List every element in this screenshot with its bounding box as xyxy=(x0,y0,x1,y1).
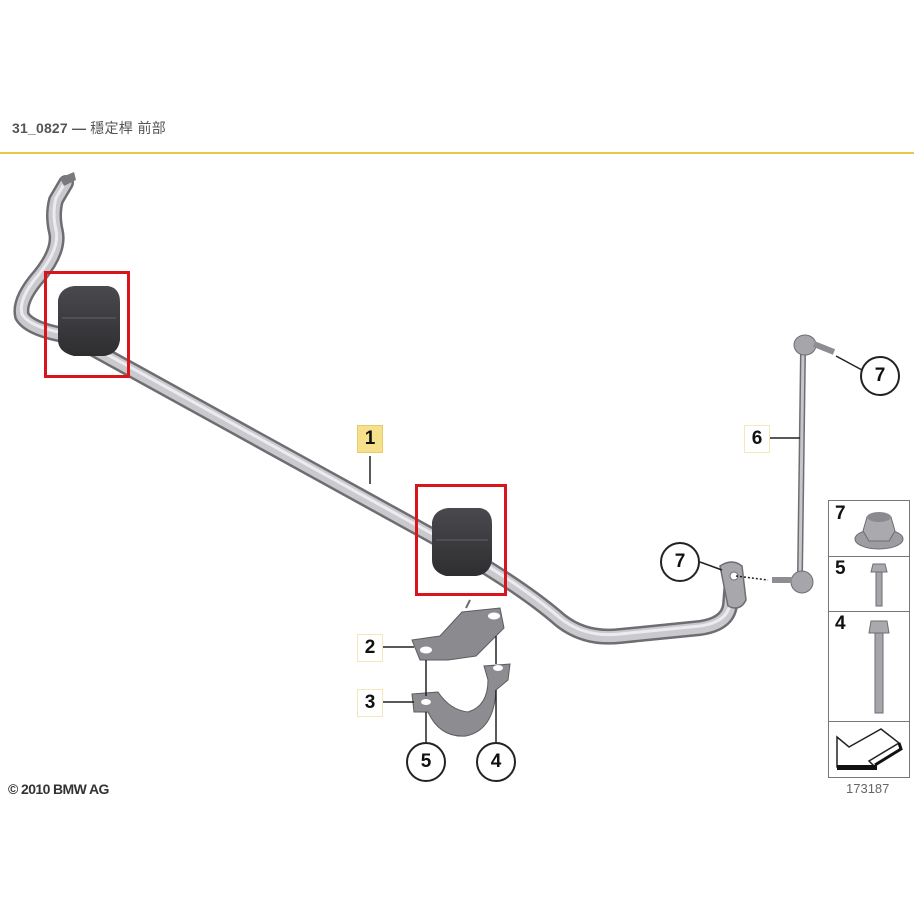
callout-7-bottom[interactable]: 7 xyxy=(660,542,700,582)
clamp-bracket xyxy=(411,663,511,737)
panel-label: 5 xyxy=(835,558,846,579)
highlight-box-left-bushing xyxy=(44,271,130,378)
leader-lines xyxy=(369,355,863,742)
panel-row-arrow xyxy=(829,721,909,777)
callout-5[interactable]: 5 xyxy=(406,742,446,782)
callout-3[interactable]: 3 xyxy=(357,689,383,717)
panel-row-long-bolt[interactable]: 4 xyxy=(829,611,909,722)
callout-2[interactable]: 2 xyxy=(357,634,383,662)
upper-bracket xyxy=(411,599,505,661)
hardware-panel: 7 5 4 xyxy=(828,500,910,778)
link-rod xyxy=(772,334,836,594)
page-title: 31_0827 — 穩定桿 前部 xyxy=(12,118,166,138)
panel-row-short-bolt[interactable]: 5 xyxy=(829,556,909,612)
callout-6[interactable]: 6 xyxy=(744,425,770,453)
short-bolt-icon xyxy=(870,563,888,607)
header-rule xyxy=(0,152,914,154)
diagram-code: 31_0827 xyxy=(12,120,68,136)
center-bushing xyxy=(432,508,492,576)
panel-label: 4 xyxy=(835,613,846,634)
stabilizer-bar xyxy=(13,172,747,645)
panel-row-nut[interactable]: 7 xyxy=(829,501,909,557)
direction-arrow-icon xyxy=(836,728,903,770)
diagram-title: 穩定桿 前部 xyxy=(90,121,166,137)
callout-7-top[interactable]: 7 xyxy=(860,356,900,396)
panel-label: 7 xyxy=(835,503,846,524)
long-bolt-icon xyxy=(868,620,890,714)
flange-nut-icon xyxy=(854,512,904,550)
left-bushing xyxy=(58,286,120,356)
highlight-box-center-bushing xyxy=(415,484,507,596)
copyright: © 2010 BMW AG xyxy=(8,781,109,797)
callout-4[interactable]: 4 xyxy=(476,742,516,782)
callout-1[interactable]: 1 xyxy=(357,425,383,453)
reference-number: 173187 xyxy=(846,781,890,796)
title-separator: — xyxy=(72,120,87,136)
